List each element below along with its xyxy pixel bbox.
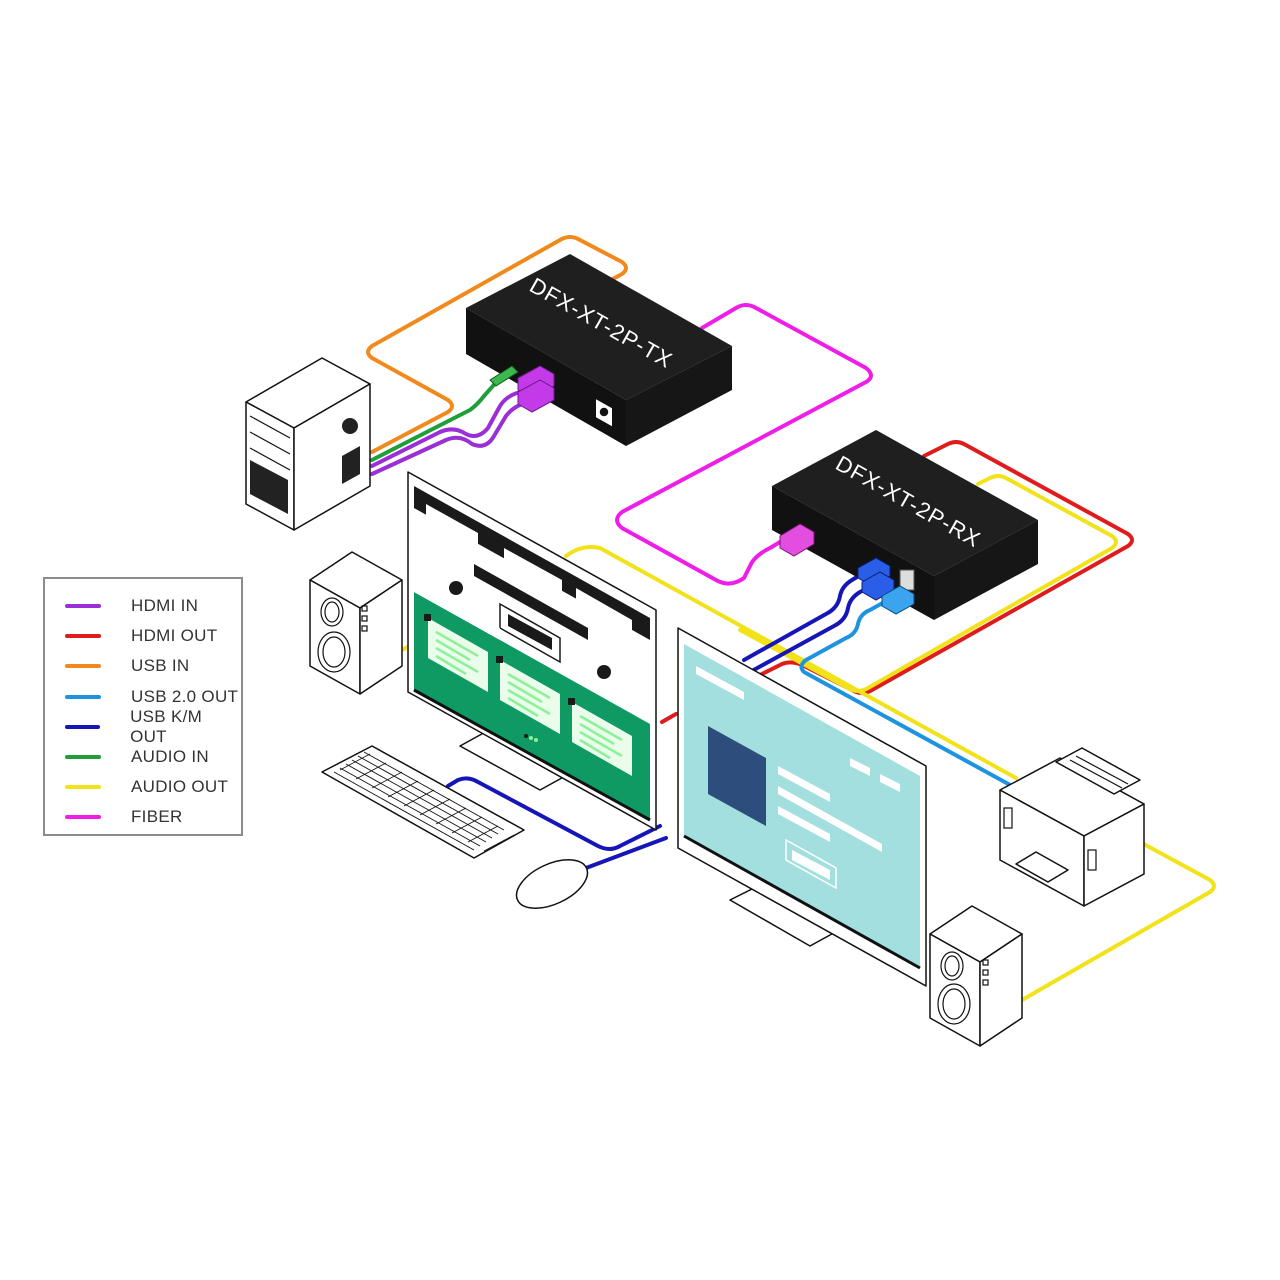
legend-label: HDMI IN bbox=[131, 596, 199, 616]
mouse bbox=[515, 859, 589, 909]
legend-item-fiber: FIBER bbox=[45, 802, 241, 832]
legend-swatch bbox=[65, 755, 101, 760]
audio-in-jack bbox=[489, 365, 519, 387]
transmitter-device: DFX-XT-2P-TX bbox=[466, 254, 732, 446]
legend-label: AUDIO OUT bbox=[131, 777, 229, 797]
cable-hdmi-out bbox=[660, 440, 1134, 724]
legend-label: USB IN bbox=[131, 656, 190, 676]
legend-item-usb-km-out: USB K/M OUT bbox=[45, 707, 241, 746]
cable-fiber bbox=[615, 303, 873, 586]
legend-label: USB 2.0 OUT bbox=[131, 686, 239, 706]
legend-item-usb2-out: USB 2.0 OUT bbox=[45, 682, 241, 712]
power-jack-icon bbox=[596, 399, 612, 427]
cable-audio-in bbox=[370, 376, 502, 462]
cable-usb-km-1 bbox=[446, 572, 864, 851]
cable-hdmi-in-1 bbox=[370, 390, 522, 468]
legend-item-hdmi-out: HDMI OUT bbox=[45, 621, 241, 651]
cable-usb-in bbox=[366, 235, 628, 454]
legend-swatch bbox=[65, 785, 101, 790]
computer-tower bbox=[245, 357, 371, 531]
legend-swatch bbox=[65, 724, 101, 729]
legend-swatch bbox=[65, 604, 101, 609]
legend-item-audio-in: AUDIO IN bbox=[45, 742, 241, 772]
legend-swatch bbox=[65, 815, 101, 820]
legend-item-audio-out: AUDIO OUT bbox=[45, 772, 241, 802]
legend-item-hdmi-in: HDMI IN bbox=[45, 591, 241, 621]
right-screen-block bbox=[708, 726, 766, 826]
legend-label: FIBER bbox=[131, 807, 183, 827]
legend-label: HDMI OUT bbox=[131, 626, 218, 646]
cable-usb2-out bbox=[799, 598, 1014, 788]
cable-usb-km-2 bbox=[584, 586, 870, 870]
fiber-connector bbox=[779, 523, 815, 557]
monitor-left bbox=[407, 471, 657, 831]
receiver-device: DFX-XT-2P-RX bbox=[772, 430, 1038, 620]
legend-label: AUDIO IN bbox=[131, 747, 209, 767]
speaker-left bbox=[309, 551, 403, 695]
legend-swatch bbox=[65, 664, 101, 669]
legend-label: USB K/M OUT bbox=[130, 706, 203, 746]
cable-audio-out-2 bbox=[1020, 840, 1216, 1002]
cable-hdmi-in-2 bbox=[370, 402, 524, 476]
legend-swatch bbox=[65, 634, 101, 639]
legend-swatch bbox=[65, 694, 101, 699]
legend-item-usb-in: USB IN bbox=[45, 651, 241, 681]
fan-icon bbox=[342, 418, 358, 434]
hdmi-in-connectors bbox=[517, 365, 555, 413]
usb2-connector bbox=[881, 585, 915, 615]
legend: HDMI IN HDMI OUT USB IN USB 2.0 OUT USB … bbox=[43, 577, 243, 836]
keyboard bbox=[321, 745, 525, 859]
speaker-right bbox=[929, 905, 1023, 1047]
monitor-right bbox=[677, 627, 927, 987]
printer bbox=[999, 747, 1145, 907]
